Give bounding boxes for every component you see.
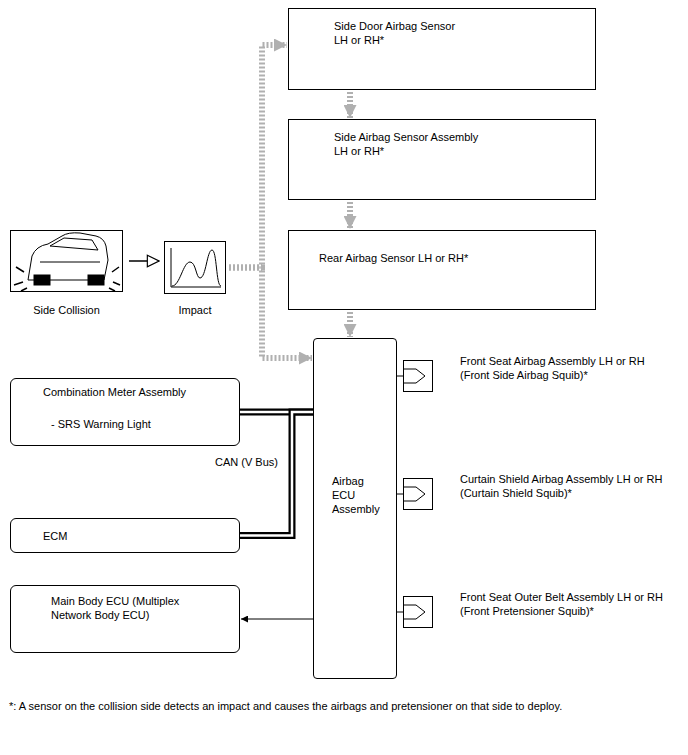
wire — [241, 619, 313, 620]
node-caption: Front Seat Airbag Assembly LH or RH (Fro… — [460, 354, 665, 382]
ecu-box: Main Body ECU (Multiplex Network Body EC… — [10, 585, 240, 653]
signal-arrow — [229, 45, 287, 268]
ecu-box: ECM — [10, 518, 240, 553]
squib-symbol — [403, 369, 425, 619]
dotted-arrow — [347, 202, 353, 229]
node-label: Combination Meter Assembly — [43, 385, 186, 399]
impact-graph-box: Impact — [164, 241, 226, 294]
meter-box: Combination Meter Assembly - SRS Warning … — [10, 378, 240, 446]
sensor-box: Side Door Airbag Sensor LH or RH* — [288, 8, 596, 90]
signal-arrow — [350, 202, 351, 229]
squib-box: Curtain Shield Airbag Assembly LH or RH … — [403, 478, 433, 510]
connector — [241, 619, 313, 620]
can-bus-line — [240, 412, 313, 536]
sensor-box: Rear Airbag Sensor LH or RH* — [288, 230, 596, 310]
node-label: Side Airbag Sensor Assembly LH or RH* — [334, 130, 484, 158]
node-caption: Front Seat Outer Belt Assembly LH or RH … — [460, 590, 665, 618]
ecu-box: Airbag ECU Assembly — [313, 338, 397, 679]
node-caption: Side Collision — [11, 303, 122, 317]
connector — [129, 261, 159, 262]
node-label: Side Door Airbag Sensor LH or RH* — [334, 19, 462, 47]
car-illustration — [14, 233, 120, 291]
impact-graph — [171, 248, 221, 287]
dotted-arrow — [229, 45, 287, 268]
dotted-arrow — [347, 92, 353, 118]
node-label: ECM — [43, 529, 67, 543]
node-label: Airbag ECU Assembly — [332, 474, 386, 516]
can-bus-outer — [240, 412, 313, 536]
signal-arrow — [229, 268, 312, 359]
squib-box: Front Seat Airbag Assembly LH or RH (Fro… — [403, 360, 433, 392]
can-bus-inner — [240, 412, 313, 536]
node-label: Rear Airbag Sensor LH or RH* — [319, 251, 468, 265]
dotted-arrow — [229, 268, 312, 359]
node-caption: Impact — [155, 303, 235, 317]
dotted-arrow — [347, 312, 353, 337]
collision-image-box: Side Collision — [10, 230, 123, 292]
node-label: Main Body ECU (Multiplex Network Body EC… — [51, 594, 186, 622]
footnote: *: A sensor on the collision side detect… — [8, 699, 563, 713]
node-caption: Curtain Shield Airbag Assembly LH or RH … — [460, 472, 665, 500]
bus-label: CAN (V Bus) — [214, 455, 279, 469]
hollow-arrow — [129, 260, 159, 262]
squib-box: Front Seat Outer Belt Assembly LH or RH … — [403, 596, 433, 628]
signal-arrow — [350, 312, 351, 337]
signal-arrow — [350, 92, 351, 118]
node-label: - SRS Warning Light — [51, 417, 151, 431]
sensor-box: Side Airbag Sensor Assembly LH or RH* — [288, 119, 596, 200]
